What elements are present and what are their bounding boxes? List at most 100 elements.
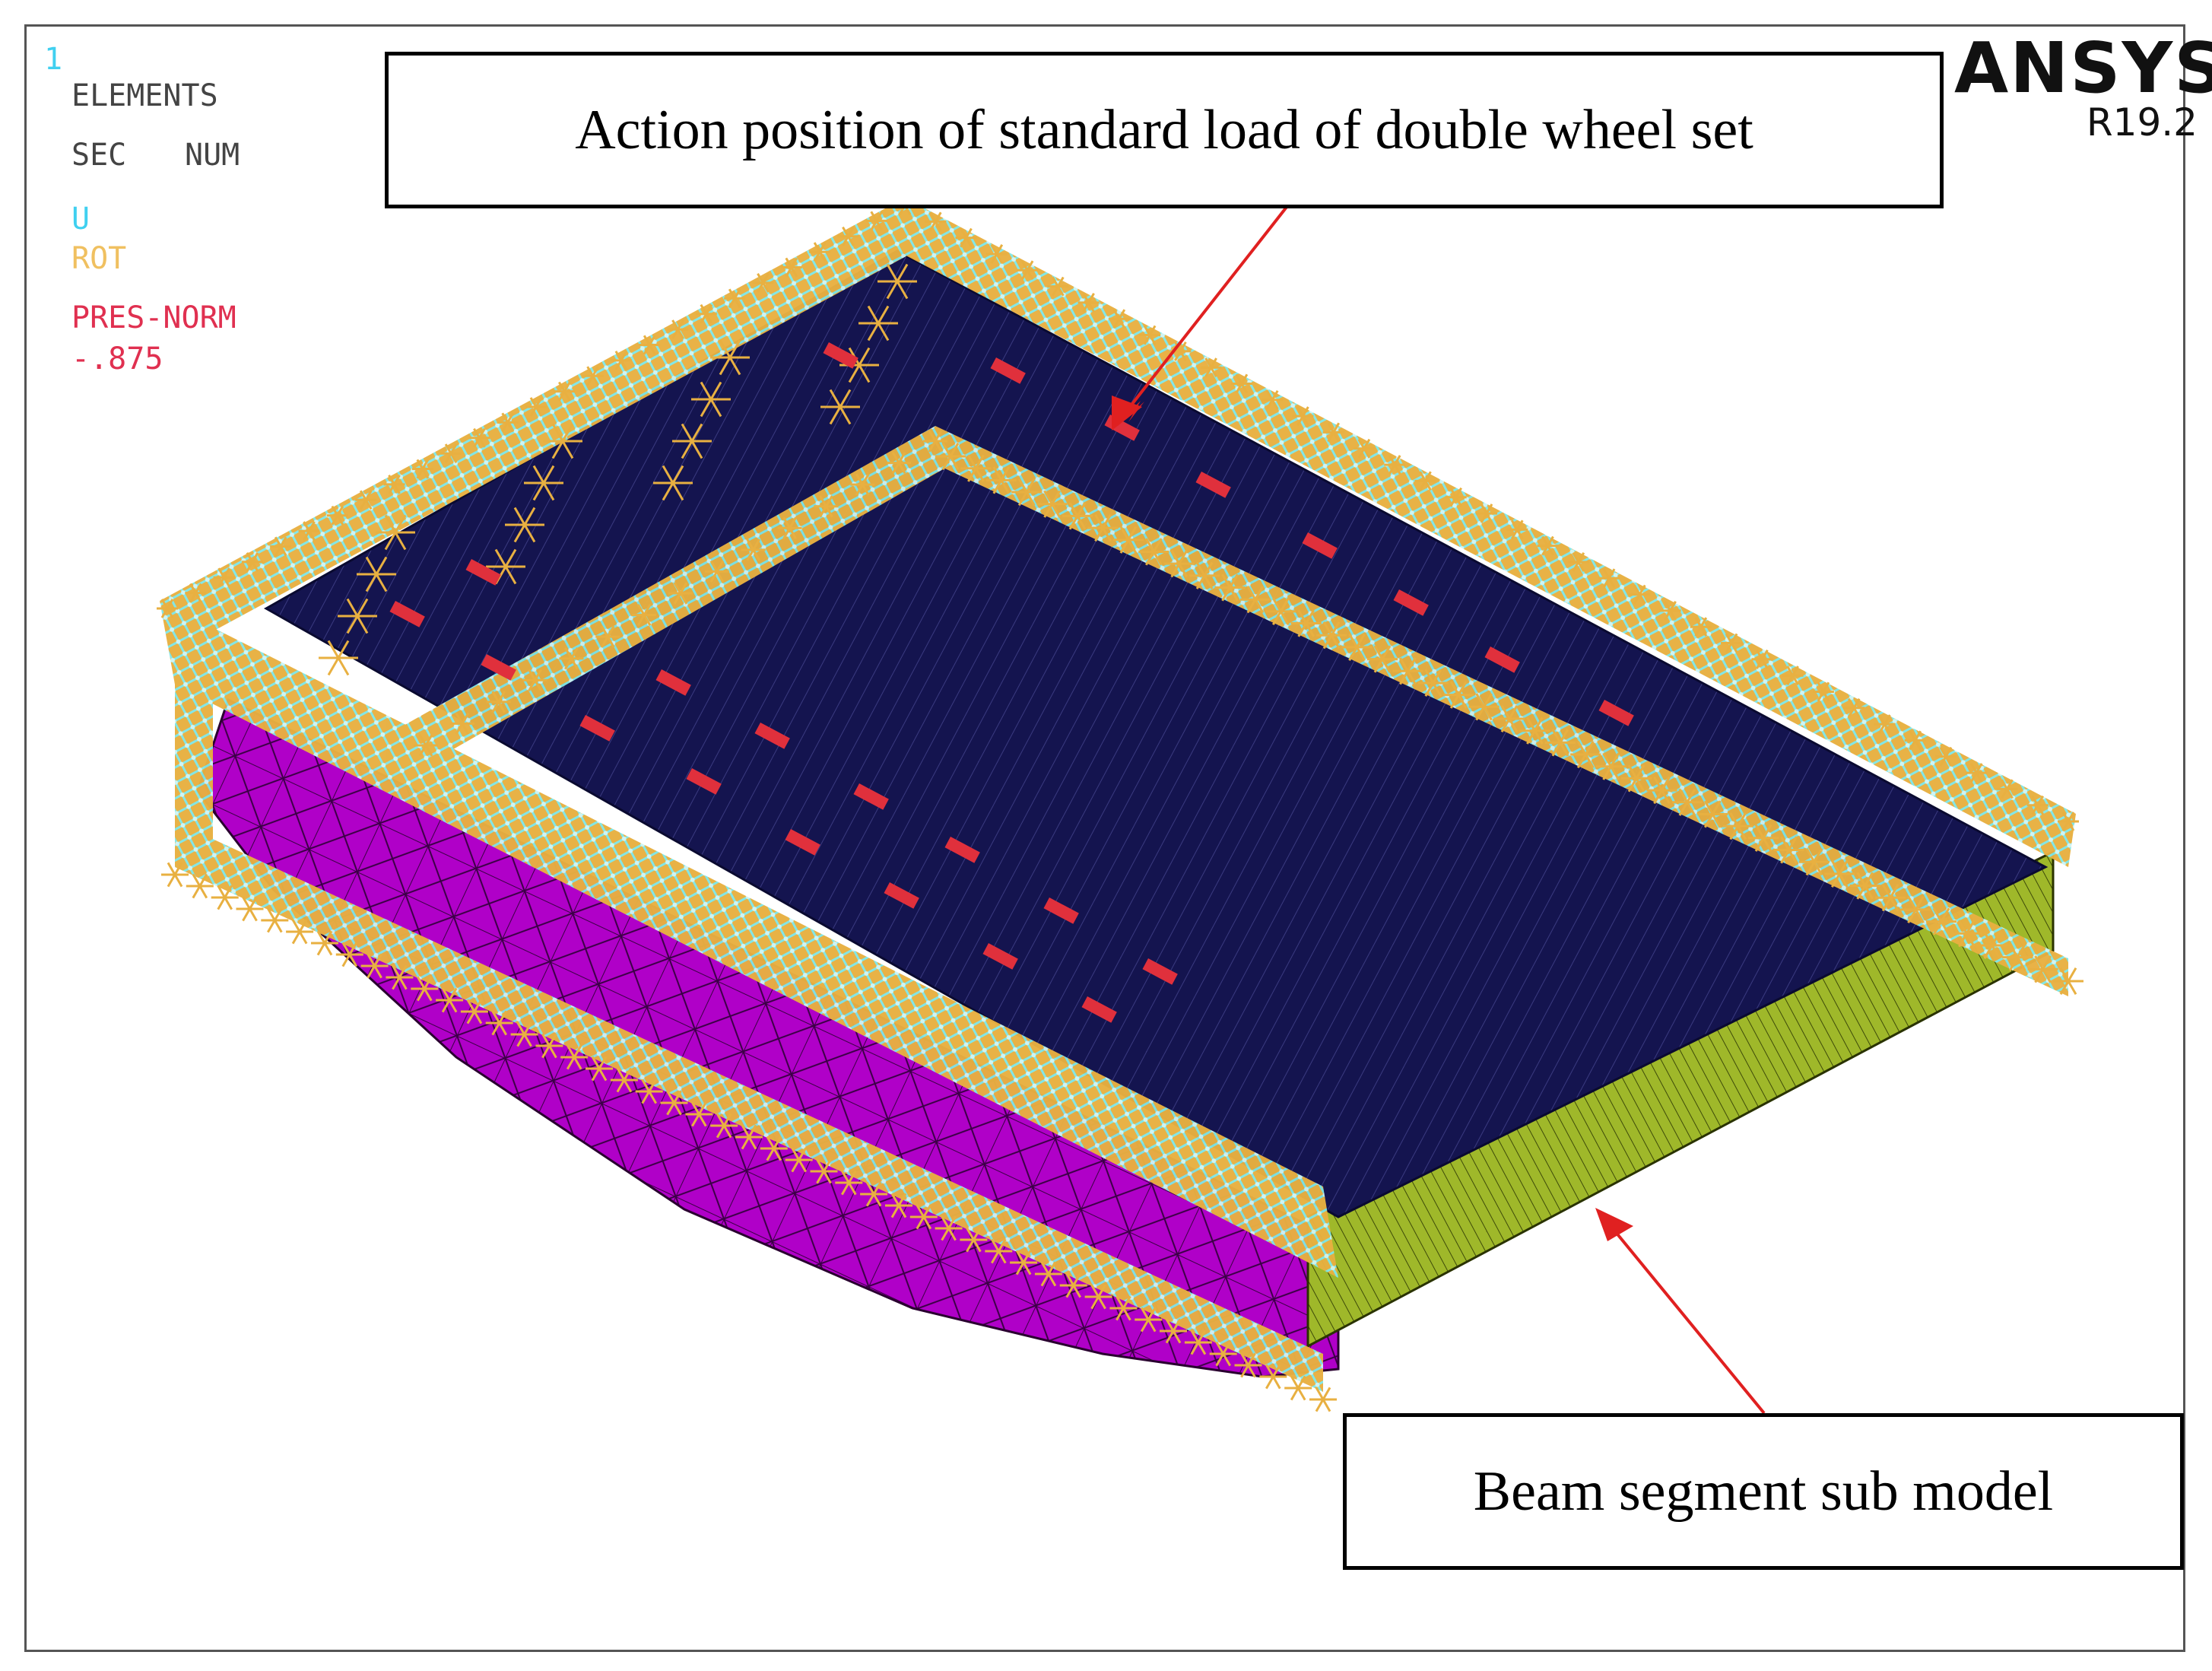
constraint-star-icon: [1748, 824, 1779, 852]
constraint-star-icon: [485, 1010, 513, 1036]
constraint-star-icon: [335, 942, 363, 967]
constraint-star-icon: [1108, 309, 1130, 329]
constraint-star-icon: [909, 1204, 938, 1230]
pressure-load-marker-icon: [1393, 589, 1429, 616]
legend-num: NUM: [185, 138, 240, 173]
constraint-star-icon: [1996, 779, 2018, 799]
pressure-load-marker-icon: [1302, 532, 1338, 559]
pressure-load-marker-icon: [579, 714, 615, 742]
constraint-star-icon: [635, 1079, 663, 1104]
constraint-star-icon: [1671, 788, 1703, 816]
constraint-star-icon: [1934, 746, 1957, 767]
constraint-star-icon: [1036, 490, 1068, 518]
constraint-star-icon: [298, 521, 320, 541]
rail-bottom: [175, 821, 1323, 1392]
arrow-line-bottom: [1607, 1221, 1766, 1415]
constraint-star-icon: [960, 454, 992, 482]
legend-u: U: [71, 202, 90, 237]
constraint-star-icon: [1059, 1272, 1087, 1298]
pressure-load-marker-icon: [1142, 958, 1178, 985]
constraint-star-icon: [1951, 920, 1982, 948]
constraint-star-icon: [525, 397, 547, 417]
constraint-star-icon: [1849, 872, 1880, 900]
constraint-star-icon: [741, 538, 766, 561]
constraint-star-icon: [1316, 621, 1347, 650]
constraint-star-icon: [1047, 276, 1069, 297]
constraint-star-icon: [935, 1215, 963, 1241]
constraint-star-icon: [338, 598, 377, 634]
constraint-star-icon: [710, 1113, 738, 1139]
legend-rot: ROT: [71, 241, 127, 276]
legend-elements: ELEMENTS: [71, 78, 218, 113]
pressure-load-marker-icon: [481, 653, 516, 681]
constraint-star-icon: [595, 625, 620, 648]
constraint-star-icon: [1011, 478, 1043, 507]
constraint-star-icon: [460, 999, 488, 1025]
constraint-star-icon: [735, 1124, 763, 1150]
constraint-star-icon: [319, 640, 358, 676]
callout-load-position: Action position of standard load of doub…: [385, 52, 1944, 208]
constraint-star-icon: [436, 987, 464, 1013]
constraint-star-icon: [1184, 1329, 1212, 1355]
constraint-star-icon: [1843, 697, 1865, 718]
constraint-star-icon: [1468, 693, 1500, 721]
pressure-load-marker-icon: [389, 601, 425, 627]
constraint-star-icon: [386, 964, 414, 990]
pressure-load-marker-icon: [853, 783, 889, 810]
arrow-line-top: [1122, 198, 1294, 416]
constraint-star-icon: [777, 516, 802, 539]
constraint-star-icon: [668, 582, 693, 605]
constraint-star-icon: [925, 211, 947, 232]
constraint-star-icon: [858, 305, 898, 342]
arrow-head-bottom: [1595, 1208, 1633, 1241]
constraint-star-icon: [468, 427, 490, 448]
constraint-star-icon: [1414, 471, 1436, 491]
constraint-star-icon: [1138, 538, 1169, 566]
constraint-star-icon: [1646, 777, 1677, 805]
pressure-load-marker-icon: [982, 943, 1018, 970]
constraint-star-icon: [1620, 764, 1652, 793]
constraint-star-icon: [449, 712, 474, 735]
constraint-star-icon: [554, 381, 576, 402]
constraint-star-icon: [286, 919, 314, 945]
constraint-star-icon: [1262, 389, 1284, 410]
constraint-star-icon: [1112, 526, 1144, 554]
pressure-load-marker-icon: [990, 357, 1026, 384]
ansys-logo: ANSYS: [1954, 27, 2212, 109]
constraint-star-icon: [1341, 633, 1373, 661]
constraint-star-icon: [672, 423, 712, 459]
constraint-star-icon: [865, 211, 887, 231]
constraint-star-icon: [1135, 1307, 1163, 1333]
constraint-star-icon: [1506, 519, 1528, 540]
constraint-star-icon: [955, 227, 977, 248]
pressure-load-markers: [389, 342, 1634, 1023]
constraint-star-icon: [1259, 1364, 1287, 1390]
callout-beam-segment-text: Beam segment sub model: [1473, 1460, 2054, 1523]
constraint-star-icon: [1874, 714, 1896, 734]
constraint-star-icon: [760, 1136, 788, 1161]
constraint-star-icon: [1629, 584, 1651, 605]
constraint-star-icon: [1309, 1387, 1337, 1412]
constraint-star-icon: [1034, 1261, 1062, 1287]
constraint-star-icon: [213, 567, 235, 588]
constraint-star-icon: [261, 907, 289, 933]
pressure-load-marker-icon: [944, 837, 980, 863]
constraint-star-icon: [376, 514, 415, 551]
constraint-star-icon: [1160, 1318, 1187, 1344]
constraint-star-icon: [809, 242, 831, 262]
pressure-load-marker-icon: [1081, 996, 1117, 1023]
constraint-star-icon: [935, 442, 966, 471]
constraint-star-icon: [810, 1158, 838, 1184]
pressure-load-marker-icon: [1195, 472, 1231, 498]
constraint-star-icon: [355, 490, 377, 510]
constraint-star-icon: [985, 466, 1017, 494]
constraint-star-icon: [1875, 884, 1906, 912]
constraint-star-icon: [236, 896, 264, 922]
constraint-star-icon: [1017, 260, 1039, 281]
constraint-star-icon: [1087, 514, 1119, 542]
constraint-star-icon: [667, 319, 689, 339]
constraint-star-icon: [1690, 617, 1712, 637]
constraint-star-icon: [411, 459, 433, 479]
callout-load-position-text: Action position of standard load of doub…: [575, 98, 1753, 161]
constraint-star-icon: [157, 599, 178, 618]
